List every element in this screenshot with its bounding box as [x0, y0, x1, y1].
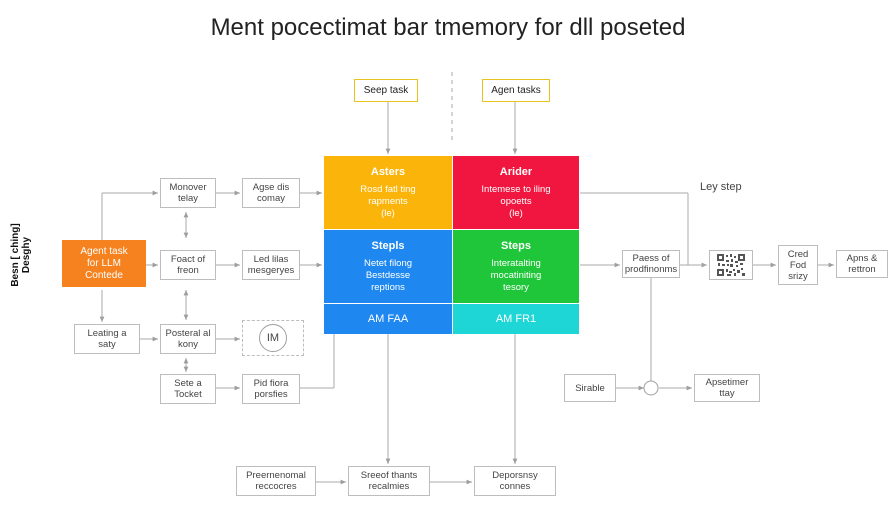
pid-box: Pid fiora porsfies [242, 374, 300, 404]
strip-am-fr1: AM FR1 [453, 304, 579, 334]
foact-box: Foact of freon [160, 250, 216, 280]
sirable-box: Sirable [564, 374, 616, 402]
leating-box: Leating a saty [74, 324, 140, 354]
seep-task-box: Seep task [354, 79, 418, 102]
quadrant-arider-body: Intemese to iling opoetts (le) [481, 183, 551, 219]
quadrant-stepls-title: Stepls [371, 239, 405, 252]
deporsnsy-box: Deporsnsy connes [474, 466, 556, 496]
quadrant-stepls-body: Netet filong Bestdesse reptions [363, 257, 413, 293]
agen-tasks-box: Agen tasks [482, 79, 550, 102]
quadrant-steps: Steps Interatalting mocatiniting tesory [453, 230, 579, 303]
posteral-box: Posteral al kony [160, 324, 216, 354]
diagram-title: Ment pocectimat bar tmemory for dll pose… [210, 14, 686, 41]
apns-box: Apns & rettron [836, 250, 888, 278]
paess-box: Paess of prodfinonms [622, 250, 680, 278]
quadrant-arider-title: Arider [499, 165, 533, 178]
strip-am-faa: AM FAA [324, 304, 452, 334]
sete-box: Sete a Tocket [160, 374, 216, 404]
quadrant-asters-title: Asters [370, 165, 406, 178]
junction-node [643, 380, 659, 396]
preernenomal-box: Preernenomal reccocres [236, 466, 316, 496]
agse-box: Agse dis comay [242, 178, 300, 208]
quadrant-steps-body: Interatalting mocatiniting tesory [490, 257, 542, 293]
quadrant-steps-title: Steps [501, 239, 531, 252]
side-label: Besn [ ching] Desghy [10, 223, 32, 287]
quadrant-stepls: Stepls Netet filong Bestdesse reptions [324, 230, 452, 303]
quadrant-asters-body: Rosd fatl ting rapments (le) [360, 183, 416, 219]
qr-code-icon [709, 250, 753, 280]
ley-step-label: Ley step [700, 181, 742, 193]
agent-task-box: Agent task for LLM Contede [62, 240, 146, 287]
im-circle: IM [259, 324, 287, 352]
quadrant-arider: Arider Intemese to iling opoetts (le) [453, 156, 579, 229]
quadrant-asters: Asters Rosd fatl ting rapments (le) [324, 156, 452, 229]
sreeof-box: Sreeof thants recalmies [348, 466, 430, 496]
cred-box: Cred Fod srizy [778, 245, 818, 285]
monover-box: Monover telay [160, 178, 216, 208]
im-box: IM [242, 320, 304, 356]
apsetimer-box: Apsetimer ttay [694, 374, 760, 402]
led-box: Led lilas mesgeryes [242, 250, 300, 280]
